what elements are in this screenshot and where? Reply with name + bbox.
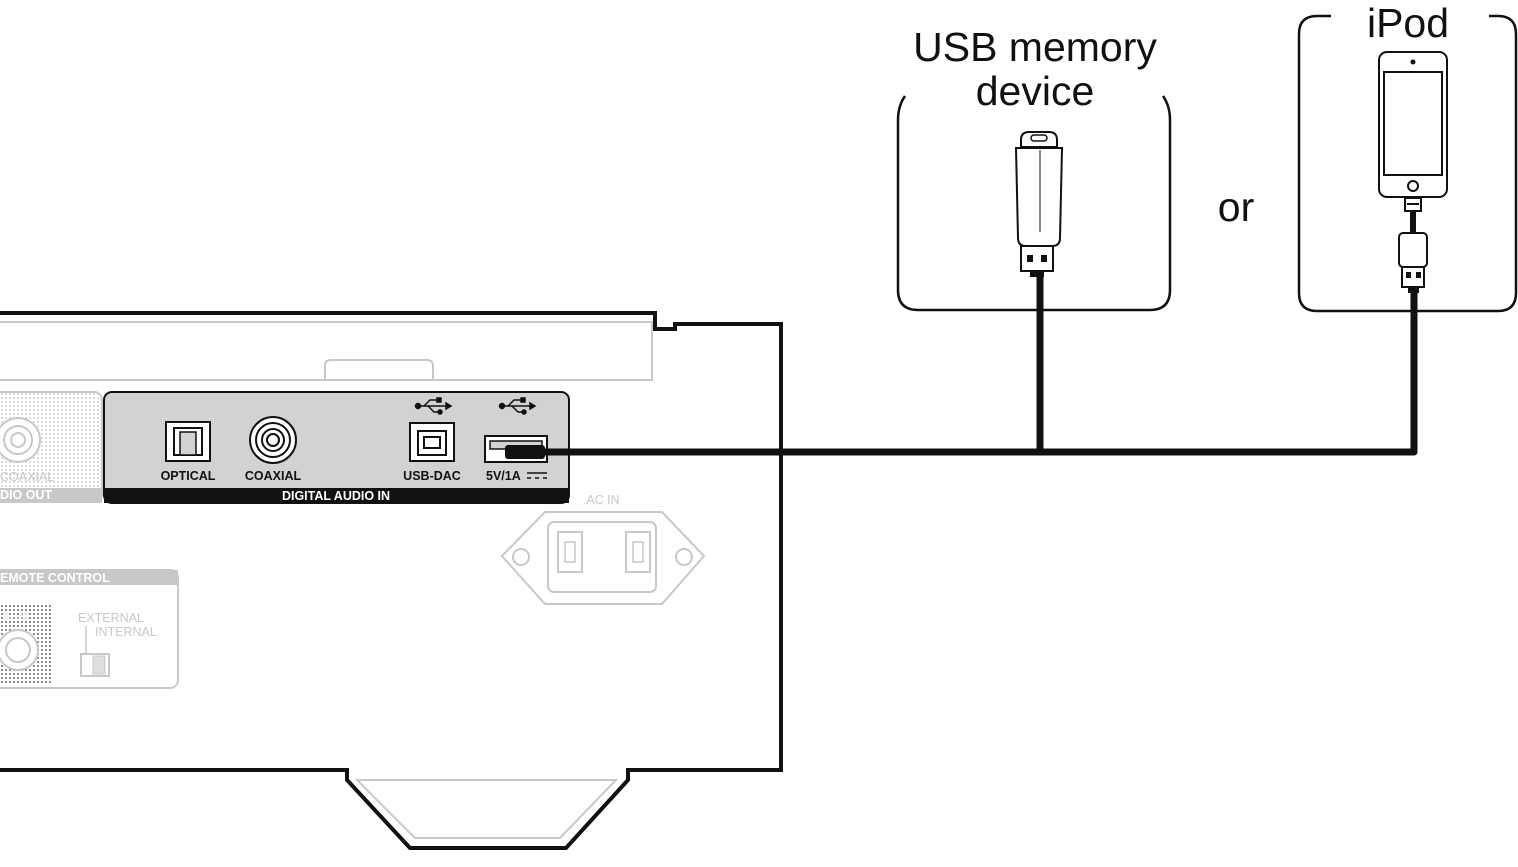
remote-out-label: OUT: [4, 609, 31, 623]
ac-in-label: AC IN: [586, 493, 619, 507]
digital-audio-in-label: DIGITAL AUDIO IN: [282, 489, 390, 503]
optical-port[interactable]: [165, 421, 211, 462]
usb-symbol-icon: [498, 397, 537, 415]
usb-cable: [508, 272, 1418, 456]
dc-symbol-icon: [527, 472, 547, 479]
optical-label: OPTICAL: [161, 469, 216, 483]
coaxial-label: COAXIAL: [245, 469, 302, 483]
external-label: EXTERNAL: [78, 611, 144, 625]
usb-memory-label-line2: device: [976, 68, 1095, 114]
device-chassis: [0, 311, 783, 850]
audio-out-label: DIO OUT: [0, 488, 52, 502]
ipod-label: iPod: [1367, 0, 1449, 46]
ipod-icon: [1378, 51, 1448, 293]
usb-stick-icon: [1014, 131, 1064, 277]
digital-audio-in-panel: DIGITAL AUDIO IN OPTICAL COAXIAL: [103, 391, 570, 504]
audio-out-block: COAXIAL DIO OUT: [0, 391, 103, 503]
remote-control-label: EMOTE CONTROL: [0, 571, 110, 585]
internal-label: INTERNAL: [95, 625, 157, 639]
ipod-box: [1297, 14, 1518, 313]
usb-dac-label: USB-DAC: [403, 469, 461, 483]
ac-inlet: AC IN: [500, 493, 706, 605]
or-label: or: [1218, 184, 1254, 230]
usb-memory-box: [896, 95, 1172, 312]
usb-symbol-icon: [414, 397, 453, 415]
usb-port-label: 5V/1A: [486, 469, 521, 483]
coaxial-out-label: COAXIAL: [0, 470, 54, 484]
usb-dac-port[interactable]: [409, 422, 455, 462]
usb-memory-label-line1: USB memory: [913, 24, 1157, 70]
usb-plug: [505, 445, 545, 459]
coaxial-port[interactable]: [249, 416, 297, 464]
remote-control-block: EMOTE CONTROL OUT EXTERNAL INTERNAL: [0, 569, 179, 689]
